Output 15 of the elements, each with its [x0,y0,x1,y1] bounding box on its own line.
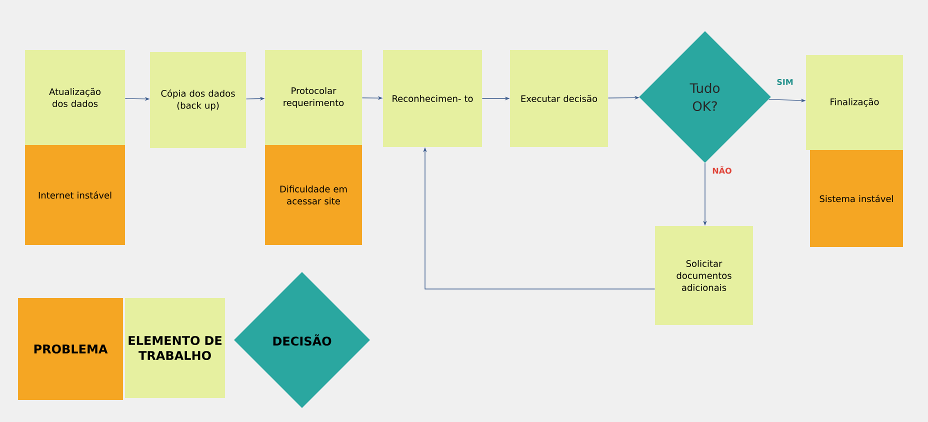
sticky-note: Atualização dos dados [25,50,126,145]
legend-label: PROBLEMA [34,344,108,354]
legend-label: ELEMENTO DE TRABALHO [128,336,222,360]
sticky-note: Reconhecimen- to [383,50,482,147]
sticky-note: Solicitar documentos adicionais [655,226,753,325]
sticky-note: Cópia dos dados (back up) [150,52,246,148]
legend-label: DECISÃO [273,334,332,346]
problem-note: Sistema instável [810,150,903,247]
edge-label: SIM [777,78,793,85]
sticky-note: Finalização [806,55,903,150]
sticky-note: Executar decisão [510,50,608,147]
problem-note: Dificuldade em acessar site [265,145,362,245]
problem-note: Internet instável [25,145,126,245]
edge-label: NÃO [712,166,732,174]
sticky-note: Protocolar requerimento [265,50,362,145]
